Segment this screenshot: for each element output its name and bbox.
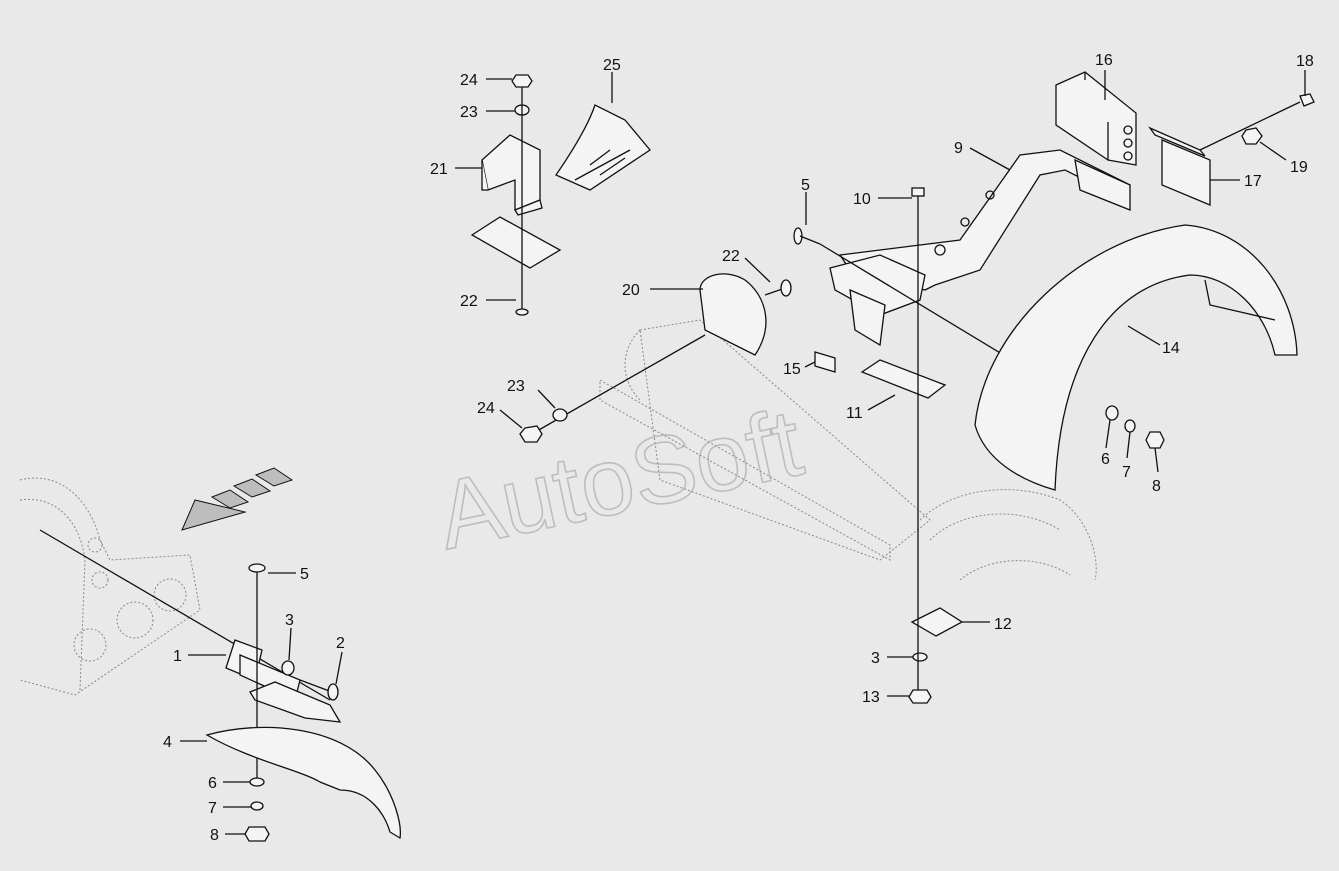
fastener-3-washer-left bbox=[281, 660, 295, 676]
callout-13: 13 bbox=[862, 689, 880, 706]
fastener-8-nut-right bbox=[1145, 431, 1165, 449]
part-4-front-fender bbox=[205, 726, 401, 840]
callout-3-left: 3 bbox=[285, 612, 294, 629]
part-14-rear-fender bbox=[974, 224, 1298, 491]
callout-16: 16 bbox=[1095, 52, 1113, 69]
part-1-lower-plate bbox=[249, 681, 342, 723]
fastener-13-nut bbox=[908, 689, 932, 704]
leader-lines bbox=[180, 70, 1306, 835]
callout-6-left: 6 bbox=[208, 775, 217, 792]
fastener-18-bolt bbox=[1199, 93, 1315, 151]
callout-19: 19 bbox=[1290, 159, 1308, 176]
ghost-chassis-frame bbox=[599, 319, 1097, 581]
callout-labels: 24 23 21 22 25 16 18 19 17 9 10 5 22 20 … bbox=[163, 52, 1314, 844]
callout-6-right: 6 bbox=[1101, 451, 1110, 468]
fastener-6-washer-right bbox=[1105, 405, 1119, 421]
callout-25: 25 bbox=[603, 57, 621, 74]
callout-23-top: 23 bbox=[460, 104, 478, 121]
fastener-10-bolt bbox=[911, 187, 925, 690]
part-11-plate bbox=[860, 359, 947, 399]
part-9-mount-plate bbox=[829, 158, 1131, 347]
direction-arrow-icon bbox=[181, 467, 294, 531]
callout-24-middle: 24 bbox=[477, 400, 495, 417]
callout-23-middle: 23 bbox=[507, 378, 525, 395]
callout-12: 12 bbox=[994, 616, 1012, 633]
callout-15: 15 bbox=[783, 361, 801, 378]
callout-11: 11 bbox=[846, 405, 863, 422]
callout-7-left: 7 bbox=[208, 800, 217, 817]
fastener-2-bolt bbox=[299, 679, 339, 701]
part-12-plate bbox=[910, 607, 964, 637]
callout-1: 1 bbox=[173, 648, 182, 665]
fastener-19-nut bbox=[1241, 127, 1263, 145]
callout-5-left: 5 bbox=[300, 566, 309, 583]
callout-22-middle: 22 bbox=[722, 248, 740, 265]
callout-7-right: 7 bbox=[1122, 464, 1131, 481]
part-21-plate bbox=[470, 216, 562, 269]
callout-18: 18 bbox=[1296, 53, 1314, 70]
callout-8-right: 8 bbox=[1152, 478, 1161, 495]
callout-2: 2 bbox=[336, 635, 345, 652]
callout-8-left: 8 bbox=[210, 827, 219, 844]
callout-21: 21 bbox=[430, 161, 448, 178]
callout-3-lower: 3 bbox=[871, 650, 880, 667]
part-9-fender-bracket-arm bbox=[838, 149, 1131, 291]
fastener-6-washer-left bbox=[249, 777, 265, 787]
part-16-tail-lamp bbox=[1055, 71, 1137, 166]
callout-5-right: 5 bbox=[801, 177, 810, 194]
callout-10: 10 bbox=[853, 191, 871, 208]
part-15-clip bbox=[814, 351, 836, 373]
fastener-8-nut-left bbox=[244, 826, 270, 842]
part-21-bracket bbox=[481, 134, 543, 216]
callout-17: 17 bbox=[1244, 173, 1262, 190]
callout-4: 4 bbox=[163, 734, 172, 751]
callout-24-top: 24 bbox=[460, 72, 478, 89]
part-17-license-plate-holder bbox=[1148, 126, 1211, 206]
callout-9: 9 bbox=[954, 140, 963, 157]
fastener-7-washer-right bbox=[1124, 419, 1136, 433]
part-25-wheel-chock bbox=[555, 104, 651, 191]
fastener-22-bolt-top bbox=[515, 290, 529, 316]
callout-14: 14 bbox=[1162, 340, 1180, 357]
callout-20: 20 bbox=[622, 282, 640, 299]
part-20-cover-plate bbox=[699, 273, 767, 356]
fastener-24-nut-top bbox=[511, 74, 533, 88]
fastener-3-washer-lower bbox=[912, 652, 928, 662]
fastener-23-washer-middle bbox=[552, 408, 568, 422]
fastener-22-bolt-middle bbox=[764, 279, 792, 297]
fastener-24-nut-middle bbox=[519, 425, 543, 443]
fastener-7-washer-left bbox=[250, 801, 264, 811]
callout-22-top: 22 bbox=[460, 293, 478, 310]
